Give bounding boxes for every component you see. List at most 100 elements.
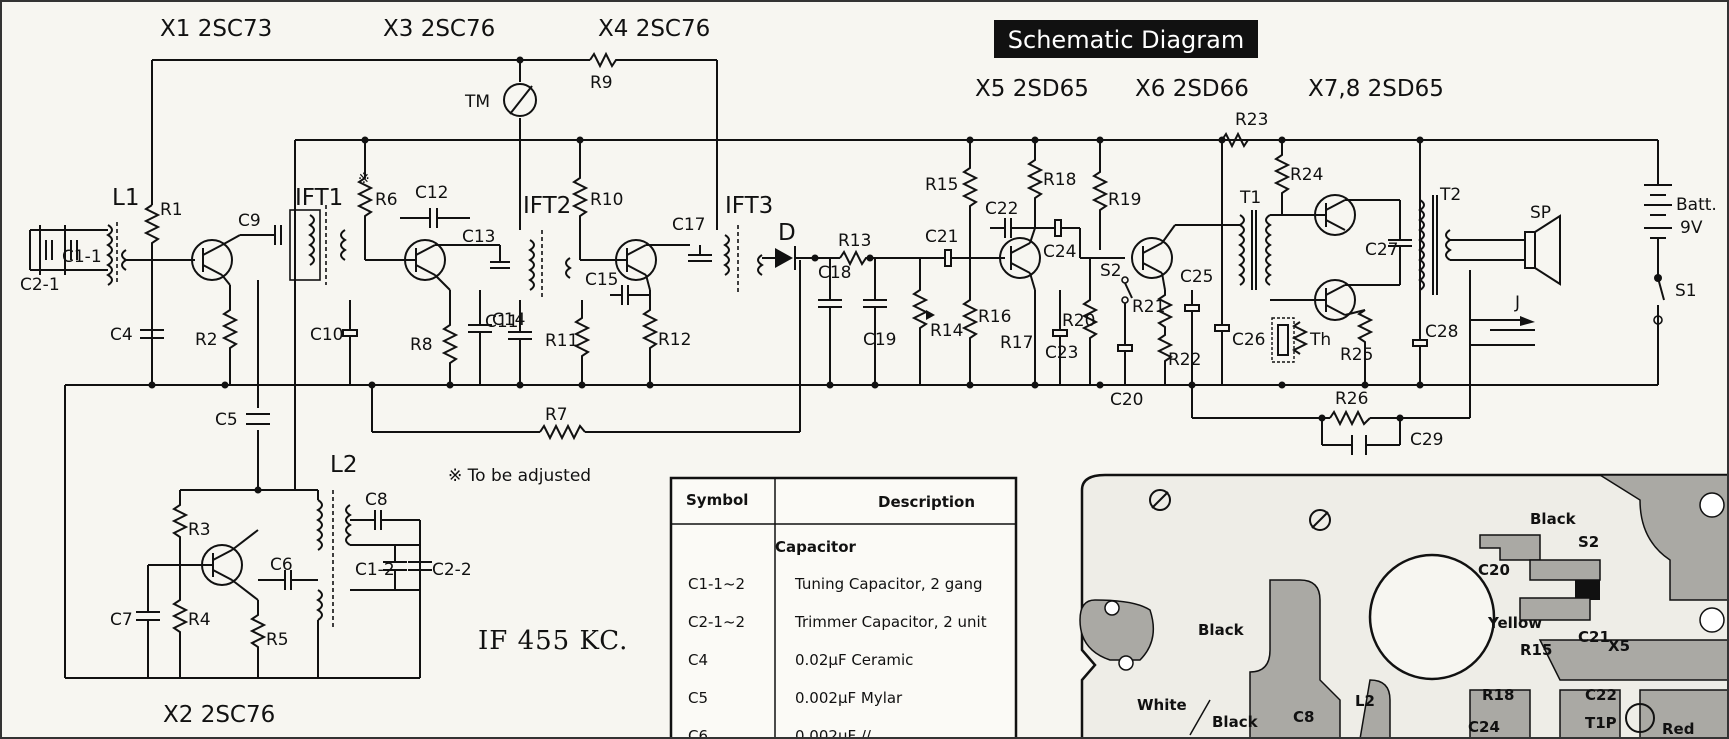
label-c26: C26: [1232, 330, 1266, 350]
ift3: [723, 225, 775, 295]
pcb-label-c20: C20: [1478, 561, 1510, 579]
label-x5: X5 2SD65: [975, 76, 1089, 102]
ift2: [528, 230, 572, 300]
s1-switch: [1653, 274, 1665, 325]
label-c8: C8: [365, 490, 388, 510]
pcb-label-r15: R15: [1520, 641, 1552, 659]
label-c23: C23: [1045, 343, 1079, 363]
label-c19: C19: [863, 330, 897, 350]
table-row-description: Tuning Capacitor, 2 gang: [794, 575, 982, 593]
label-c13: C13: [462, 227, 496, 247]
label-c24: C24: [1043, 242, 1077, 262]
label-batt: Batt.: [1676, 195, 1717, 215]
c10: [342, 300, 358, 385]
pcb-layout: [1079, 473, 1729, 739]
junction-dots: [148, 56, 1424, 494]
label-r26: R26: [1335, 389, 1368, 409]
pcb-label-c24: C24: [1468, 718, 1500, 736]
label-ift2: IFT2: [523, 193, 571, 219]
ift1: [289, 205, 347, 285]
label-ift3: IFT3: [725, 193, 773, 219]
pcb-label-x5: X5: [1608, 637, 1630, 655]
label-r8: R8: [410, 335, 433, 355]
label-c5: C5: [215, 410, 238, 430]
x6-transistor: [1131, 224, 1240, 291]
table-row-symbol: C2-1~2: [688, 613, 745, 631]
label-c22: C22: [985, 199, 1019, 219]
label-d: D: [778, 220, 796, 246]
title-box: [994, 20, 1258, 58]
label-c4: C4: [110, 325, 133, 345]
x1-transistor: [191, 234, 241, 286]
x7-transistor: [1270, 194, 1400, 236]
label-r22: R22: [1168, 350, 1201, 370]
label-r4: R4: [188, 610, 211, 630]
label-r10: R10: [590, 190, 623, 210]
label-c11: C11: [485, 312, 519, 332]
adjust-note: ※ To be adjusted: [448, 466, 591, 486]
label-c20: C20: [1110, 390, 1144, 410]
l2-oscillator-coil: [316, 490, 352, 678]
label-c29: C29: [1410, 430, 1444, 450]
pcb-label-black-top: Black: [1530, 510, 1577, 528]
t2-transformer: [1418, 195, 1452, 295]
label-ift1: IFT1: [295, 185, 343, 211]
label-t1: T1: [1239, 188, 1261, 208]
label-r6: R6: [375, 190, 398, 210]
label-c17: C17: [672, 215, 706, 235]
label-x3: X3 2SC76: [383, 16, 495, 42]
table-header-description: Description: [878, 493, 975, 511]
diode-d: [775, 246, 840, 270]
pcb-label-c22: C22: [1585, 686, 1617, 704]
label-r9: R9: [590, 73, 613, 93]
label-c2-1: C2-1: [20, 275, 60, 295]
thermistor: [1271, 317, 1309, 363]
label-c6: C6: [270, 555, 293, 575]
label-t2: T2: [1439, 185, 1461, 205]
label-r13: R13: [838, 231, 871, 251]
table-row-description: 0.002μF //: [795, 727, 872, 739]
label-r18: R18: [1043, 170, 1076, 190]
label-r20: R20: [1062, 311, 1095, 331]
label-r11: R11: [545, 331, 578, 351]
label-x2: X2 2SC76: [163, 702, 275, 728]
table-row-symbol: C6: [688, 727, 708, 739]
label-c1-1: C1-1: [62, 247, 102, 267]
label-s2: S2: [1100, 261, 1122, 281]
label-r7: R7: [545, 405, 568, 425]
t1-transformer: [1238, 210, 1272, 290]
pcb-label-yellow: Yellow: [1487, 614, 1542, 632]
label-x1: X1 2SC73: [160, 16, 272, 42]
label-r24: R24: [1290, 165, 1323, 185]
table-row-description: 0.02μF Ceramic: [795, 651, 913, 669]
r6-mark: ※: [358, 171, 370, 187]
label-j: J: [1514, 293, 1520, 313]
label-c18: C18: [818, 263, 852, 283]
label-r23: R23: [1235, 110, 1268, 130]
label-c9: C9: [238, 211, 261, 231]
label-x6: X6 2SD66: [1135, 76, 1249, 102]
table-section-capacitor: Capacitor: [775, 538, 856, 556]
label-r2: R2: [195, 330, 218, 350]
pcb-label-c21: C21: [1578, 628, 1610, 646]
label-l2: L2: [330, 452, 357, 478]
table-row-symbol: C4: [688, 651, 708, 669]
label-r17: R17: [1000, 333, 1033, 353]
label-x78: X7,8 2SD65: [1308, 76, 1444, 102]
diagram-title: Schematic Diagram: [1008, 26, 1244, 54]
x3-transistor: [365, 239, 500, 291]
table-row-description: Trimmer Capacitor, 2 unit: [794, 613, 987, 631]
pcb-label-t1p: T1P: [1585, 714, 1617, 732]
pcb-label-s2: S2: [1578, 533, 1599, 551]
if-note: IF 455 KC.: [478, 626, 628, 656]
pcb-label-c8: C8: [1293, 708, 1314, 726]
label-x4: X4 2SC76: [598, 16, 710, 42]
label-c10: C10: [310, 325, 344, 345]
label-th: Th: [1309, 330, 1331, 350]
x5-transistor: [999, 227, 1041, 291]
pcb-label-black-left: Black: [1198, 621, 1245, 639]
parts-table: [669, 476, 1018, 739]
pcb-label-white: White: [1137, 696, 1187, 714]
label-r3: R3: [188, 520, 211, 540]
